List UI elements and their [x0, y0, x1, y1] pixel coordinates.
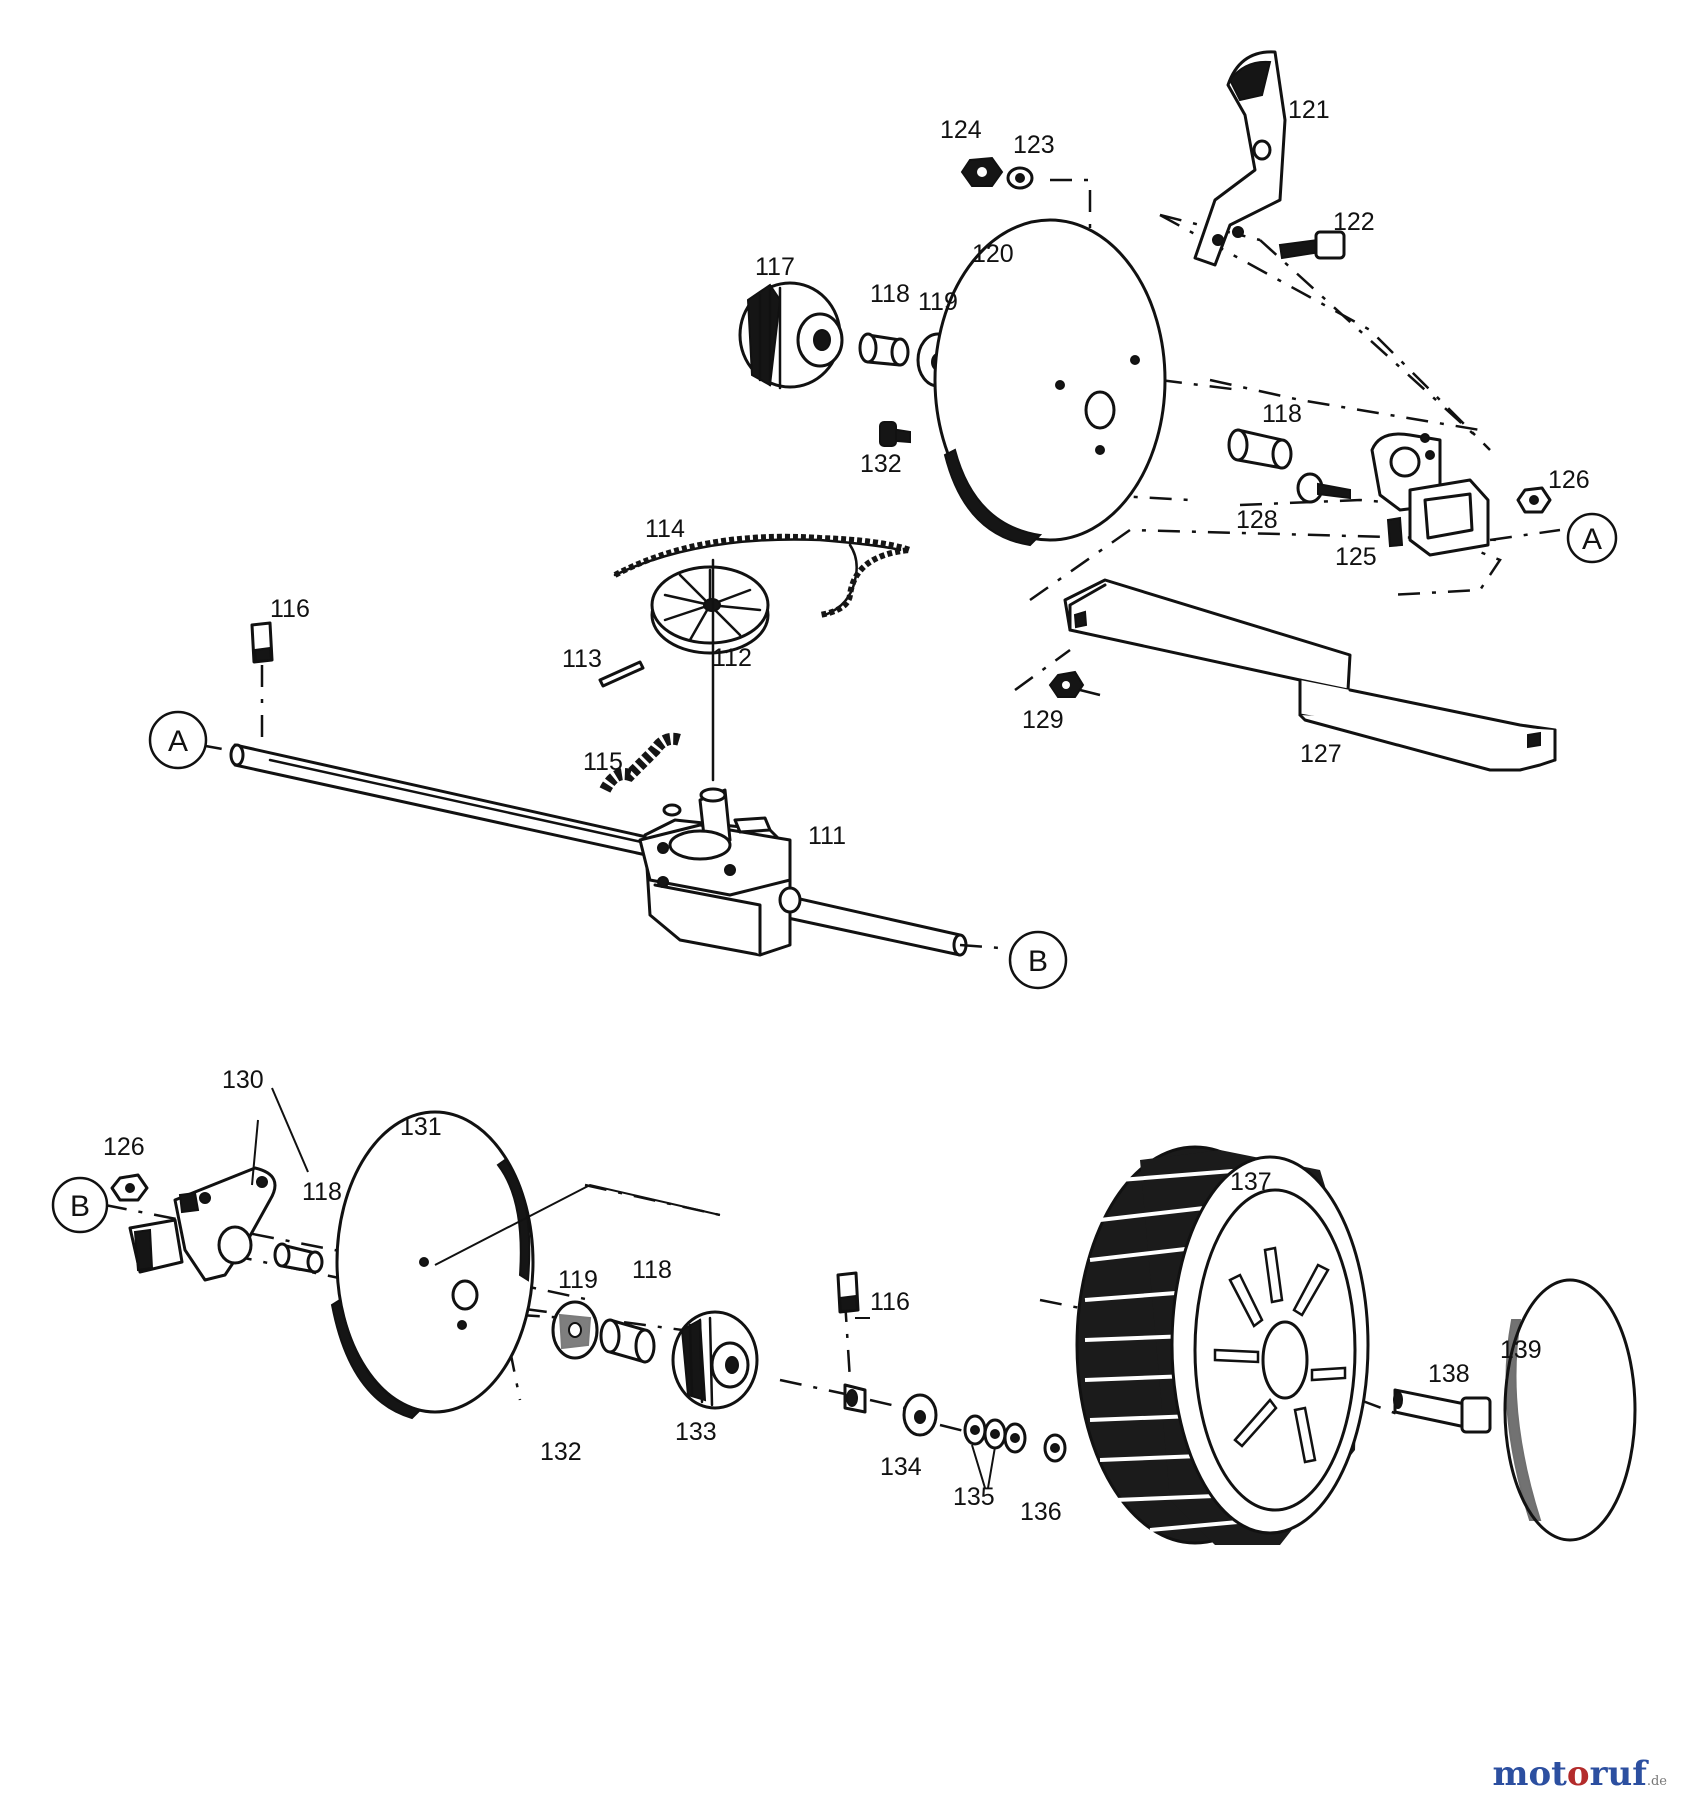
- part-axle-end-lower: [843, 1383, 867, 1414]
- ref-b-right: B: [1008, 930, 1068, 990]
- callout-129: 129: [1022, 706, 1064, 734]
- part-116-key-upper: [250, 621, 274, 664]
- part-116-key-lower: [836, 1271, 860, 1314]
- part-113-pin: [598, 660, 645, 688]
- callout-127: 127: [1300, 740, 1342, 768]
- callout-119-lower: 119: [558, 1266, 598, 1294]
- part-125-bracket: [1370, 432, 1490, 557]
- callout-132-lower: 132: [540, 1438, 582, 1466]
- callout-112: 112: [712, 644, 752, 672]
- part-121-lever-arm: [1193, 50, 1287, 267]
- callout-133: 133: [675, 1418, 717, 1446]
- part-136-clip: [1043, 1433, 1067, 1463]
- part-119-washer-lower: [551, 1300, 599, 1360]
- part-118-spacer-upper: [858, 332, 910, 367]
- part-112-pulley: [650, 565, 770, 655]
- leader-131: [434, 1183, 721, 1266]
- part-123-washer: [1006, 166, 1034, 190]
- part-126-nut-upper: [1516, 486, 1552, 514]
- part-126-nut-lower: [110, 1173, 149, 1202]
- callout-119-upper: 119: [918, 288, 958, 316]
- brand-logo: motoruf.de: [1493, 1754, 1667, 1794]
- part-115-spring: [599, 732, 682, 793]
- callout-labels: 111 112 113 114 115 116 116 117 118 118 …: [103, 96, 1590, 1526]
- callout-130: 130: [222, 1066, 264, 1094]
- callout-111: 111: [808, 822, 846, 850]
- brand-logo-part2: o: [1566, 1754, 1590, 1794]
- part-131-hub-disc: [330, 1110, 535, 1420]
- callout-122: 122: [1333, 208, 1375, 236]
- callout-124: 124: [940, 116, 982, 144]
- callout-128: 128: [1236, 506, 1278, 534]
- part-117-gear: [738, 281, 844, 390]
- brand-logo-part3: ruf: [1589, 1754, 1647, 1794]
- callout-132-upper: 132: [860, 450, 902, 478]
- callout-leaders: [251, 1087, 996, 1489]
- ref-a-left: A: [148, 710, 208, 770]
- callout-118-upper: 118: [870, 280, 910, 308]
- callout-114: 114: [645, 515, 685, 543]
- callout-115: 115: [583, 748, 623, 776]
- part-134-washer: [902, 1393, 938, 1437]
- brand-logo-part1: mot: [1492, 1754, 1567, 1794]
- ref-a-upper: A: [1566, 512, 1618, 564]
- callout-131: 131: [400, 1113, 442, 1141]
- axle-b-line: [959, 943, 1001, 950]
- callout-139: 139: [1500, 1336, 1542, 1364]
- part-139-hubcap: [1503, 1278, 1637, 1542]
- callout-118-right: 118: [1262, 400, 1302, 428]
- ref-b-left: B: [51, 1176, 109, 1234]
- part-120-hub-disc: [933, 218, 1167, 547]
- callout-137: 137: [1230, 1168, 1272, 1196]
- part-132-screw-upper: [879, 421, 911, 447]
- callout-116-lower: 116: [870, 1288, 910, 1316]
- callout-123: 123: [1013, 131, 1055, 159]
- part-axle: [229, 743, 968, 957]
- part-124-nut: [960, 156, 1004, 187]
- ref-b-left-label: B: [70, 1190, 90, 1223]
- part-137-wheel: [1075, 1145, 1370, 1545]
- callout-126-upper: 126: [1548, 466, 1590, 494]
- callout-138: 138: [1428, 1360, 1470, 1388]
- part-114-cable: [613, 533, 911, 618]
- callout-121: 121: [1288, 96, 1330, 124]
- callout-134: 134: [880, 1453, 922, 1481]
- part-130-bracket: [128, 1166, 277, 1282]
- part-135-washers: [963, 1414, 1027, 1454]
- ref-a-upper-label: A: [1582, 523, 1602, 556]
- part-118-spacer-lower: [599, 1318, 656, 1364]
- ref-a-left-label: A: [168, 725, 188, 758]
- callout-125: 125: [1335, 543, 1377, 571]
- part-128-screw: [1296, 472, 1351, 504]
- part-138-bolt: [1393, 1388, 1492, 1434]
- callout-136: 136: [1020, 1498, 1062, 1526]
- ref-b-right-label: B: [1028, 945, 1048, 978]
- part-122-bolt: [1278, 230, 1346, 260]
- part-111-gearbox: [638, 558, 802, 957]
- part-129-nut: [1048, 670, 1085, 698]
- callout-120: 120: [972, 240, 1014, 268]
- part-133-gear: [671, 1310, 759, 1410]
- part-118-spacer-lower-left: [273, 1242, 324, 1274]
- brand-logo-domain: .de: [1646, 1774, 1667, 1789]
- part-118-spacer-right: [1227, 428, 1293, 470]
- callout-113: 113: [562, 645, 602, 673]
- part-127-bar: [1063, 578, 1557, 772]
- callout-118-lower-left: 118: [302, 1178, 342, 1206]
- callout-117: 117: [755, 253, 795, 281]
- callout-135: 135: [953, 1483, 995, 1511]
- callout-116-upper: 116: [270, 595, 310, 623]
- callout-118-lower: 118: [632, 1256, 672, 1284]
- callout-126-lower: 126: [103, 1133, 145, 1161]
